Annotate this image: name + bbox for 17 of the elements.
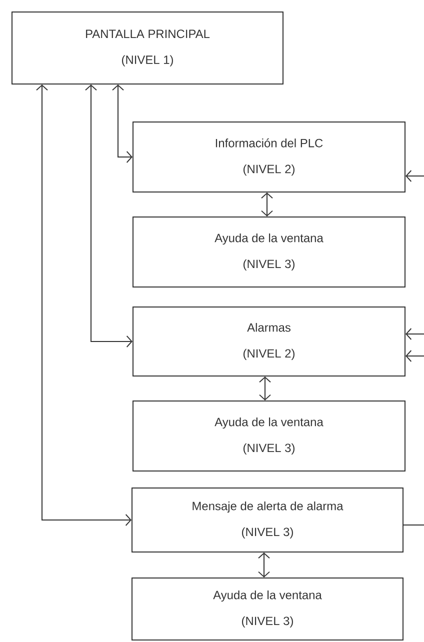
arrow: [406, 170, 424, 182]
arrow: [112, 84, 132, 163]
arrow: [406, 328, 424, 340]
arrow: [259, 376, 271, 400]
arrow: [258, 552, 270, 578]
process-box: Ayuda de la ventana (NIVEL 3): [132, 216, 406, 288]
process-box: Alarmas (NIVEL 2): [132, 306, 406, 376]
connector-line: [403, 524, 424, 526]
process-box: Ayuda de la ventana (NIVEL 3): [132, 578, 404, 640]
arrow: [261, 192, 273, 216]
arrow: [406, 350, 424, 362]
process-box: PANTALLA PRINCIPAL (NIVEL 1): [12, 12, 284, 84]
process-box: Información del PLC (NIVEL 2): [132, 122, 406, 192]
arrow: [85, 84, 132, 348]
process-box: Mensaje de alerta de alarma (NIVEL 3): [132, 488, 404, 552]
process-box: Ayuda de la ventana (NIVEL 3): [132, 400, 406, 472]
arrow: [36, 84, 132, 526]
